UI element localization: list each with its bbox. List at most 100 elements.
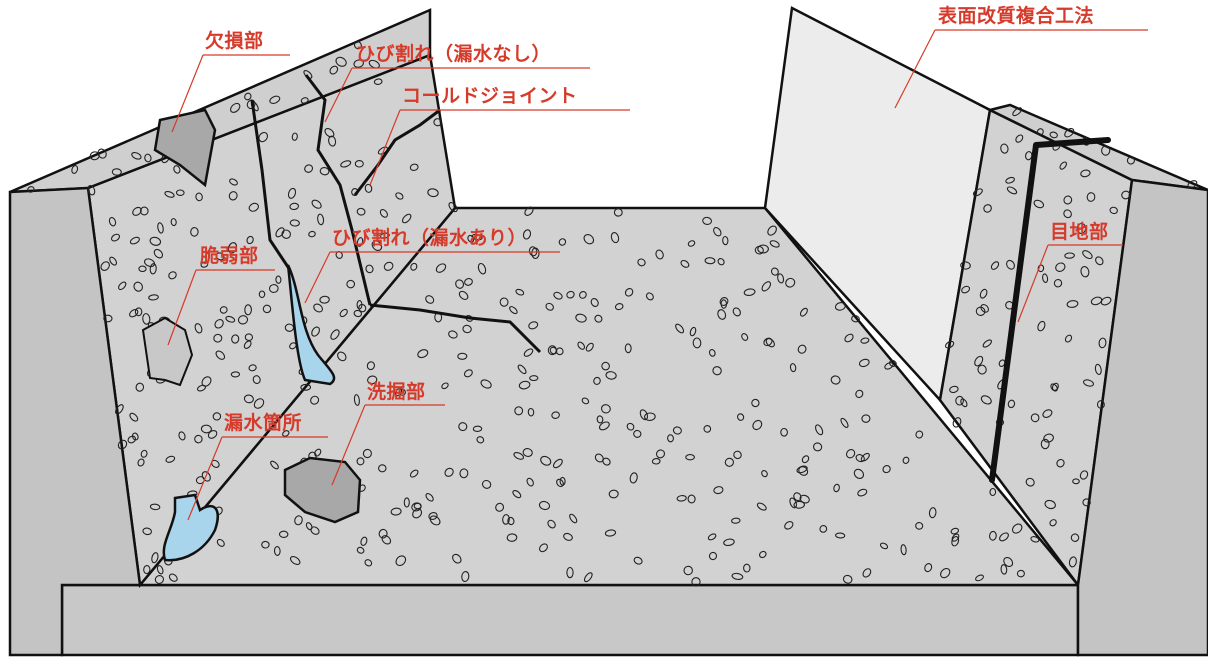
aggregate-pebble bbox=[269, 95, 281, 104]
aggregate-pebble bbox=[1086, 192, 1096, 202]
aggregate-pebble bbox=[135, 382, 145, 392]
aggregate-pebble bbox=[337, 351, 347, 362]
aggregate-pebble bbox=[624, 287, 634, 297]
aggregate-pebble bbox=[354, 160, 364, 168]
aggregate-pebble bbox=[960, 398, 968, 408]
aggregate-pebble bbox=[219, 306, 228, 314]
aggregate-pebble bbox=[604, 529, 617, 537]
aggregate-pebble bbox=[524, 206, 534, 216]
aggregate-pebble bbox=[143, 565, 151, 575]
aggregate-pebble bbox=[974, 355, 984, 367]
label-cold-joint: コールドジョイント bbox=[402, 85, 578, 107]
aggregate-pebble bbox=[598, 421, 610, 431]
aggregate-pebble bbox=[190, 227, 199, 237]
aggregate-pebble bbox=[231, 334, 240, 344]
aggregate-pebble bbox=[275, 275, 282, 284]
aggregate-pebble bbox=[860, 337, 870, 344]
aggregate-pebble bbox=[502, 514, 510, 525]
label-surface-method: 表面改質複合工法 bbox=[938, 5, 1095, 27]
aggregate-pebble bbox=[310, 526, 320, 535]
aggregate-pebble bbox=[401, 213, 412, 224]
aggregate-pebble bbox=[289, 555, 301, 566]
aggregate-pebble bbox=[207, 429, 218, 439]
aggregate-pebble bbox=[944, 340, 955, 349]
aggregate-pebble bbox=[195, 192, 203, 202]
aggregate-pebble bbox=[689, 326, 697, 337]
aggregate-pebble bbox=[552, 458, 563, 469]
aggregate-pebble bbox=[889, 359, 897, 367]
aggregate-pebble bbox=[278, 530, 289, 538]
aggregate-pebble bbox=[835, 532, 846, 539]
aggregate-pebble bbox=[353, 41, 362, 50]
aggregate-pebble bbox=[308, 230, 316, 238]
base-slab bbox=[60, 583, 1080, 657]
aggregate-pebble bbox=[1006, 259, 1015, 270]
aggregate-pebble bbox=[540, 455, 552, 466]
aggregate-pebble bbox=[797, 344, 807, 354]
aggregate-pebble bbox=[1064, 252, 1075, 259]
aggregate-pebble bbox=[168, 271, 177, 280]
aggregate-pebble bbox=[691, 577, 701, 587]
aggregate-pebble bbox=[955, 395, 964, 406]
aggregate-pebble bbox=[675, 323, 685, 334]
aggregate-pebble bbox=[1025, 477, 1035, 487]
aggregate-pebble bbox=[311, 326, 320, 337]
aggregate-pebble bbox=[108, 216, 117, 227]
aggregate-pebble bbox=[633, 429, 642, 438]
aggregate-pebble bbox=[273, 546, 281, 556]
aggregate-pebble bbox=[707, 533, 717, 541]
aggregate-pebble bbox=[1126, 156, 1135, 165]
aggregate-pebble bbox=[216, 538, 225, 547]
aggregate-pebble bbox=[563, 532, 573, 541]
aggregate-pebble bbox=[371, 240, 383, 251]
aggregate-pebble bbox=[455, 279, 465, 289]
aggregate-pebble bbox=[842, 574, 853, 584]
aggregate-pebble bbox=[360, 536, 368, 546]
aggregate-pebble bbox=[243, 340, 252, 349]
aggregate-pebble bbox=[1007, 399, 1016, 409]
aggregate-pebble bbox=[200, 261, 209, 268]
leader-surface-method bbox=[894, 29, 1148, 109]
aggregate-pebble bbox=[1053, 278, 1063, 288]
aggregate-pebble bbox=[509, 306, 518, 315]
aggregate-pebble bbox=[924, 563, 933, 573]
aggregate-pebble bbox=[365, 264, 374, 274]
aggregate-pebble bbox=[610, 232, 620, 244]
aggregate-pebble bbox=[884, 362, 894, 370]
aggregate-pebble bbox=[667, 434, 674, 443]
crack-no-leak bbox=[304, 74, 372, 306]
aggregate-pebble bbox=[291, 132, 298, 141]
aggregate-pebble bbox=[225, 315, 236, 323]
aggregate-pebble bbox=[339, 308, 348, 318]
aggregate-pebble bbox=[499, 297, 509, 307]
aggregate-pebble bbox=[704, 257, 716, 265]
aggregate-pebble bbox=[340, 160, 352, 168]
aggregate-pebble bbox=[1042, 409, 1053, 418]
aggregate-pebble bbox=[244, 333, 254, 342]
aggregate-pebble bbox=[761, 281, 772, 292]
aggregate-pebble bbox=[1109, 206, 1118, 215]
aggregate-pebble bbox=[433, 118, 442, 127]
aggregate-pebble bbox=[522, 447, 533, 458]
aggregate-pebble bbox=[1043, 433, 1054, 443]
aggregate-pebble bbox=[1005, 176, 1015, 184]
right-wall-outer-face bbox=[1076, 178, 1208, 657]
aggregate-pebble bbox=[860, 452, 870, 462]
aggregate-pebble bbox=[757, 244, 769, 254]
aggregate-pebble bbox=[851, 315, 860, 323]
aggregate-pebble bbox=[539, 543, 548, 553]
aggregate-pebble bbox=[751, 398, 760, 408]
aggregate-texture bbox=[27, 41, 1198, 587]
aggregate-pebble bbox=[175, 189, 185, 196]
aggregate-pebble bbox=[736, 413, 745, 421]
aggregate-pebble bbox=[129, 309, 139, 318]
aggregate-pebble bbox=[1049, 519, 1057, 527]
aggregate-pebble bbox=[356, 546, 365, 554]
aggregate-pebble bbox=[275, 227, 285, 238]
aggregate-pebble bbox=[481, 479, 492, 489]
aggregate-pebble bbox=[258, 131, 269, 143]
label-missing-part: 欠損部 bbox=[205, 30, 264, 52]
aggregate-pebble bbox=[980, 304, 990, 313]
